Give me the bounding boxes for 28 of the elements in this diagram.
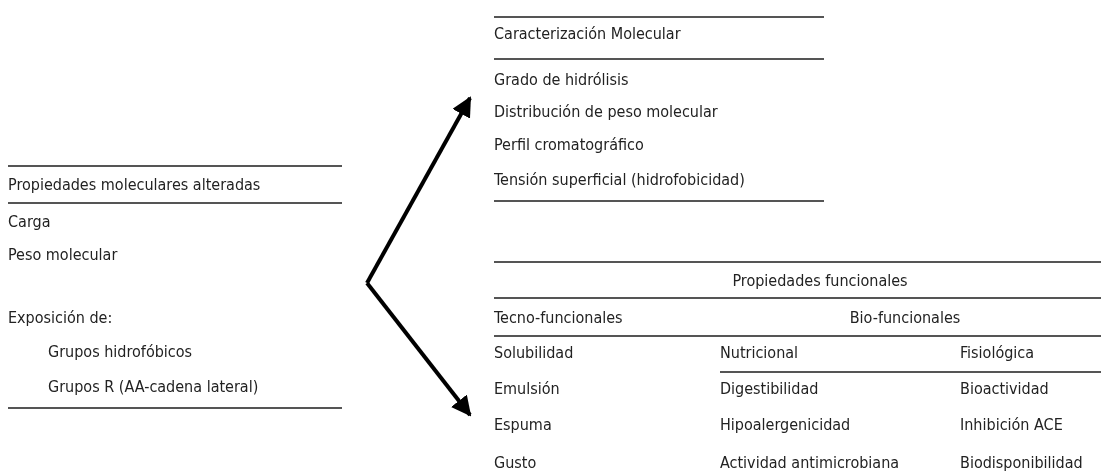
arrow — [365, 281, 472, 417]
table-heading: Propiedades funcionales — [732, 271, 908, 291]
table-cell: Espuma — [494, 415, 552, 435]
table-cell: Inhibición ACE — [960, 415, 1063, 435]
table-cell: Exposición de: — [8, 308, 113, 328]
table-cell: Distribución de peso molecular — [494, 102, 718, 122]
table-cell: Digestibilidad — [720, 379, 819, 399]
table-heading: Caracterización Molecular — [494, 24, 681, 44]
table-cell: Grupos R (AA-cadena lateral) — [48, 377, 259, 397]
table-cell: Carga — [8, 212, 51, 232]
table-cell: Biodisponibilidad — [960, 453, 1083, 473]
table-cell: Gusto — [494, 453, 537, 473]
table-cell: Fisiológica — [960, 343, 1035, 363]
arrow — [365, 96, 472, 284]
column-heading: Bio-funcionales — [849, 308, 961, 328]
table-cell: Peso molecular — [8, 245, 118, 265]
table-cell: Grupos hidrofóbicos — [48, 342, 193, 362]
table-cell: Nutricional — [720, 343, 799, 363]
column-heading: Tecno-funcionales — [494, 308, 623, 328]
table-cell: Emulsión — [494, 379, 560, 399]
table-cell: Tensión superficial (hidrofobicidad) — [494, 170, 745, 190]
table-cell: Actividad antimicrobiana — [720, 453, 900, 473]
table-heading: Propiedades moleculares alteradas — [8, 175, 261, 195]
table-cell: Hipoalergenicidad — [720, 415, 851, 435]
table-cell: Bioactividad — [960, 379, 1049, 399]
table-cell: Perfil cromatográfico — [494, 135, 644, 155]
table-cell: Grado de hidrólisis — [494, 70, 629, 90]
table-cell: Solubilidad — [494, 343, 574, 363]
